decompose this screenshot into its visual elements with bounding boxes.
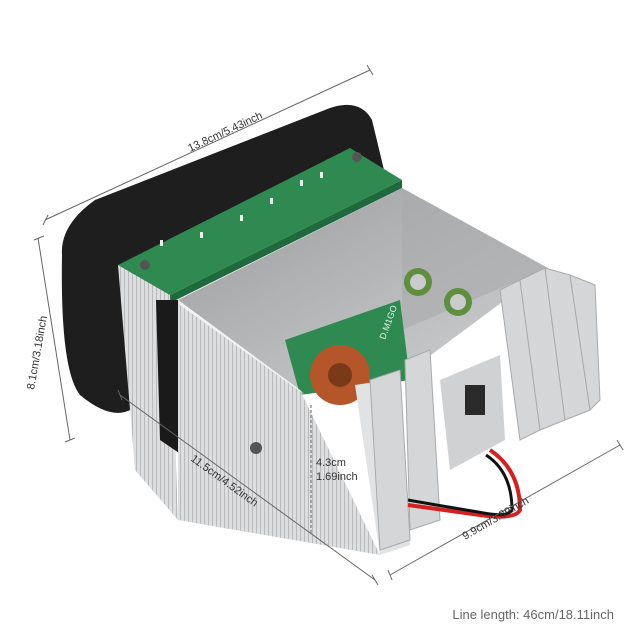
left-heatsink [118, 265, 182, 520]
dimension-heatsink-height-in: 1.69inch [316, 471, 358, 483]
dimension-right-width: 9.9cm/3.89inch [461, 495, 532, 543]
power-wire [407, 448, 523, 519]
interior-cavity: D.M1GO [178, 188, 548, 405]
line-length-caption: Line length: 46cm/18.11inch [452, 607, 614, 622]
dimension-heatsink-height-cm: 4.3cm [316, 457, 346, 469]
right-heatsink-fins [355, 267, 601, 555]
green-pcb [118, 148, 402, 303]
dimension-left-height: 8.1cm/3.18inch [25, 315, 50, 391]
front-heatsink [178, 300, 380, 555]
mounting-screw [250, 442, 262, 454]
dimension-lines [33, 64, 624, 586]
